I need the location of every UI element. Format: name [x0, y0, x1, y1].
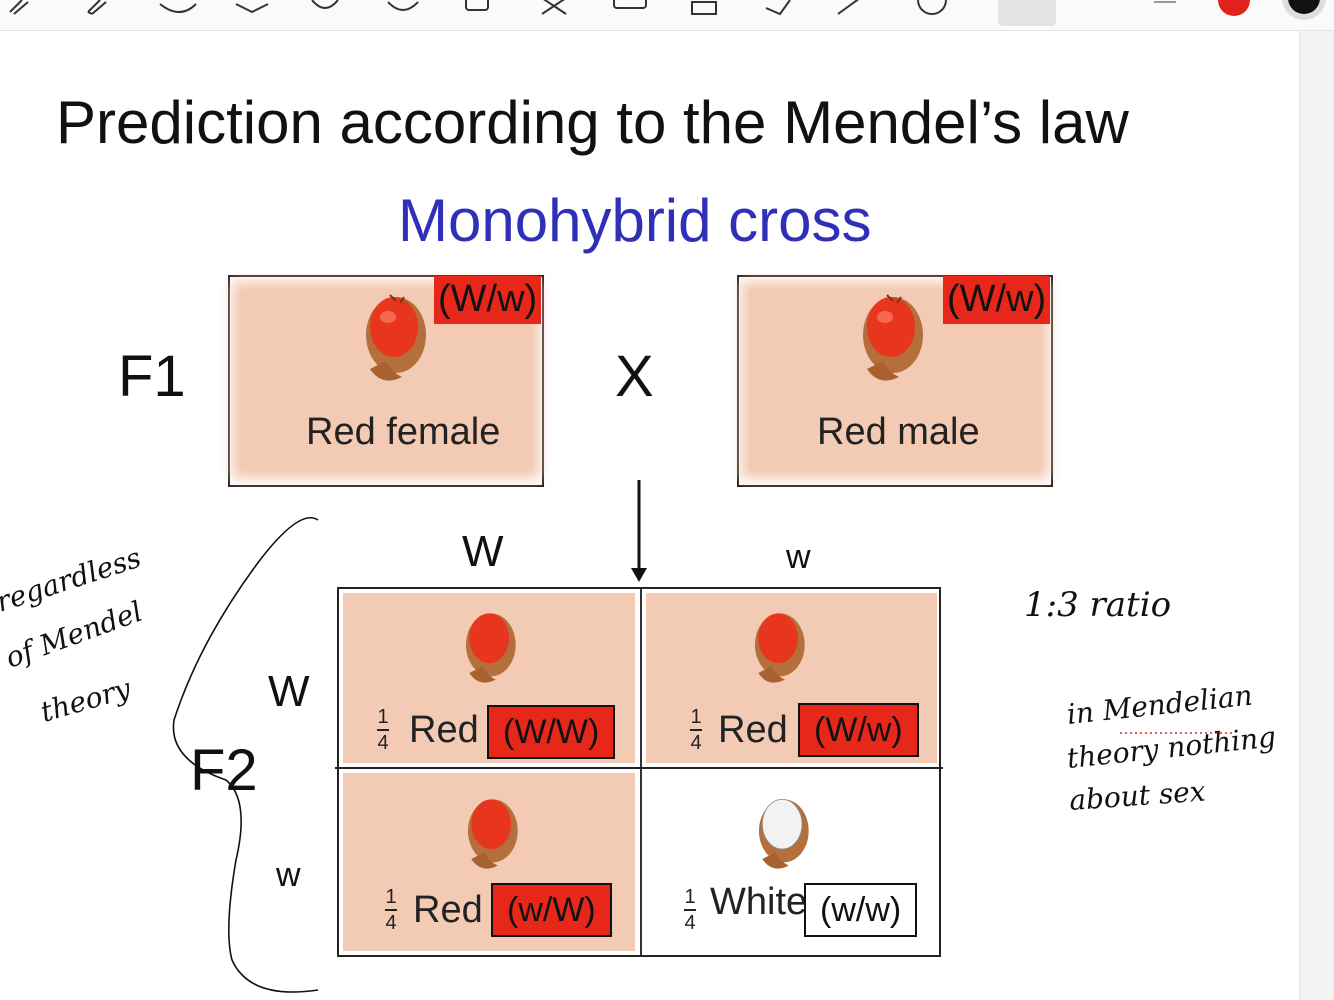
- toolbar: [0, 0, 1334, 31]
- column-header-dominant: W: [462, 527, 504, 576]
- timer-icon: [917, 0, 947, 15]
- row-header-recessive: w: [276, 856, 301, 894]
- genotype-badge: (W/W): [487, 705, 616, 759]
- row-header-dominant: W: [268, 667, 310, 716]
- genotype-badge: (W/w): [798, 703, 919, 757]
- shape-icon: [235, 3, 269, 14]
- cross-symbol: X: [615, 344, 654, 409]
- slide-subtitle: Monohybrid cross: [398, 187, 872, 254]
- column-header-recessive: w: [786, 538, 811, 576]
- f2-label: F2: [190, 738, 258, 803]
- phenotype-label: White: [710, 881, 808, 923]
- camera-icon: [613, 0, 647, 9]
- phenotype-label: Red: [413, 889, 483, 931]
- ink-note-right-line-1: in Mendelian: [1065, 679, 1254, 731]
- ink-note-left-line-3: theory: [37, 671, 136, 728]
- photo-icon: [541, 0, 567, 15]
- tool-slot: [998, 0, 1056, 26]
- ink-note-right-line-2: theory nothing: [1065, 720, 1277, 775]
- pen-icon: [837, 0, 859, 15]
- grid-divider-vertical: [640, 589, 642, 955]
- ink-note-left-line-1: regardless: [0, 541, 145, 619]
- eraser-icon: [9, 0, 29, 15]
- ink-note-left-line-2: of Mendel: [1, 595, 147, 675]
- red-eyed-fly-icon: [754, 613, 805, 683]
- toolbar-icons: [9, 0, 1326, 26]
- red-eyed-fly-icon: [863, 294, 923, 381]
- slide-title: Prediction according to the Mendel’s law: [56, 89, 1129, 156]
- f1-label: F1: [118, 344, 186, 409]
- genotype-badge: (w/W): [491, 883, 612, 937]
- phenotype-label: Red: [718, 709, 788, 751]
- highlighter-icon: [87, 0, 107, 15]
- pen-width-indicator: [1154, 1, 1176, 3]
- vertical-scrollbar[interactable]: [1299, 31, 1334, 1000]
- lasso-icon: [159, 3, 197, 13]
- red-eyed-fly-icon: [467, 799, 518, 869]
- white-eyed-fly-icon: [758, 798, 809, 869]
- image-icon: [465, 0, 489, 11]
- pen-color-swatch: [1218, 0, 1250, 16]
- laser-icon: [765, 0, 791, 16]
- male-genotype-badge: (W/w): [943, 276, 1051, 324]
- red-eyed-fly-icon: [366, 294, 426, 381]
- male-parent-card: (W/w) Red male: [737, 275, 1053, 487]
- red-eyed-fly-icon: [465, 613, 516, 683]
- phenotype-label: Red: [409, 709, 479, 751]
- male-caption: Red male: [817, 411, 980, 453]
- down-arrow-icon: [631, 480, 647, 582]
- ink-note-right-line-3: about sex: [1068, 775, 1207, 817]
- genotype-badge: (w/w): [804, 883, 918, 937]
- ink-ratio-note: 1:3 ratio: [1024, 585, 1171, 625]
- grid-divider-horizontal: [335, 767, 943, 769]
- female-parent-card: (W/w) Red female: [228, 275, 544, 487]
- text-box-icon: [311, 0, 339, 9]
- female-genotype-badge: (W/w): [434, 276, 542, 324]
- sticker-icon: [387, 1, 419, 11]
- female-caption: Red female: [306, 411, 501, 453]
- zoom-box-icon: [691, 1, 717, 15]
